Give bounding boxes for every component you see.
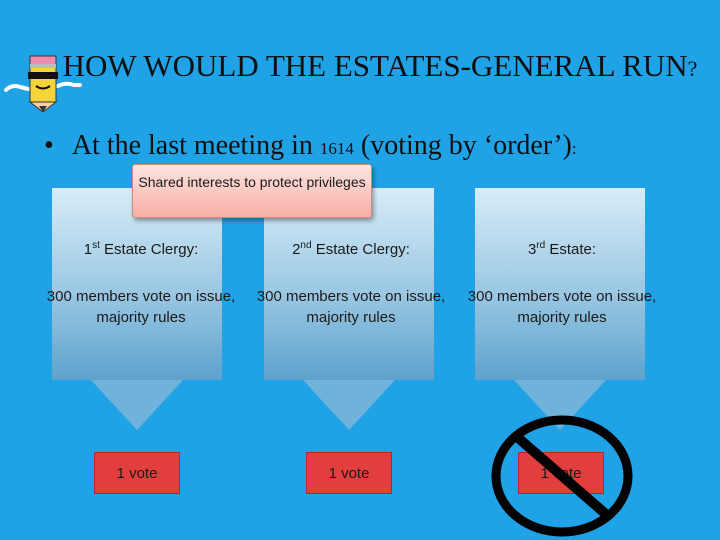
estate-rule-3: 300 members vote on issue, majority rule… (467, 288, 657, 326)
bullet-text-part2: (voting by ‘order’) (353, 130, 572, 161)
estate-column-2 (264, 188, 434, 380)
bullet-text-part1: At the last meeting in (71, 130, 320, 161)
bullet-year: 1614 (319, 139, 354, 158)
estate-rule-2: 300 members vote on issue, majority rule… (256, 288, 446, 326)
estate-column-1 (52, 188, 222, 380)
shared-interests-note: Shared interests to protect privileges (132, 164, 372, 218)
bullet-colon: : (571, 139, 577, 158)
title-text: HOW WOULD THE ESTATES-GENERAL RUN (62, 48, 688, 83)
estate-rule-1: 300 members vote on issue, majority rule… (46, 288, 236, 326)
estate-name-3: 3rd Estate: (527, 240, 597, 258)
vote-box-1: 1 vote (94, 452, 180, 494)
estate-column-3 (475, 188, 645, 380)
prohibition-icon (491, 415, 633, 537)
bullet-point: • At the last meeting in 1614 (voting by … (44, 130, 704, 162)
estate-name-1: 1st Estate Clergy: (83, 240, 199, 258)
vote-box-2: 1 vote (306, 452, 392, 494)
bullet-marker: • (44, 130, 54, 161)
down-arrow-1 (91, 380, 183, 430)
down-arrow-2 (303, 380, 395, 430)
slide-title: HOW WOULD THE ESTATES-GENERAL RUN? (60, 48, 700, 87)
estate-name-2: 2nd Estate Clergy: (292, 240, 410, 258)
pencil-mascot-icon (4, 55, 82, 112)
title-question-mark: ? (687, 56, 698, 81)
